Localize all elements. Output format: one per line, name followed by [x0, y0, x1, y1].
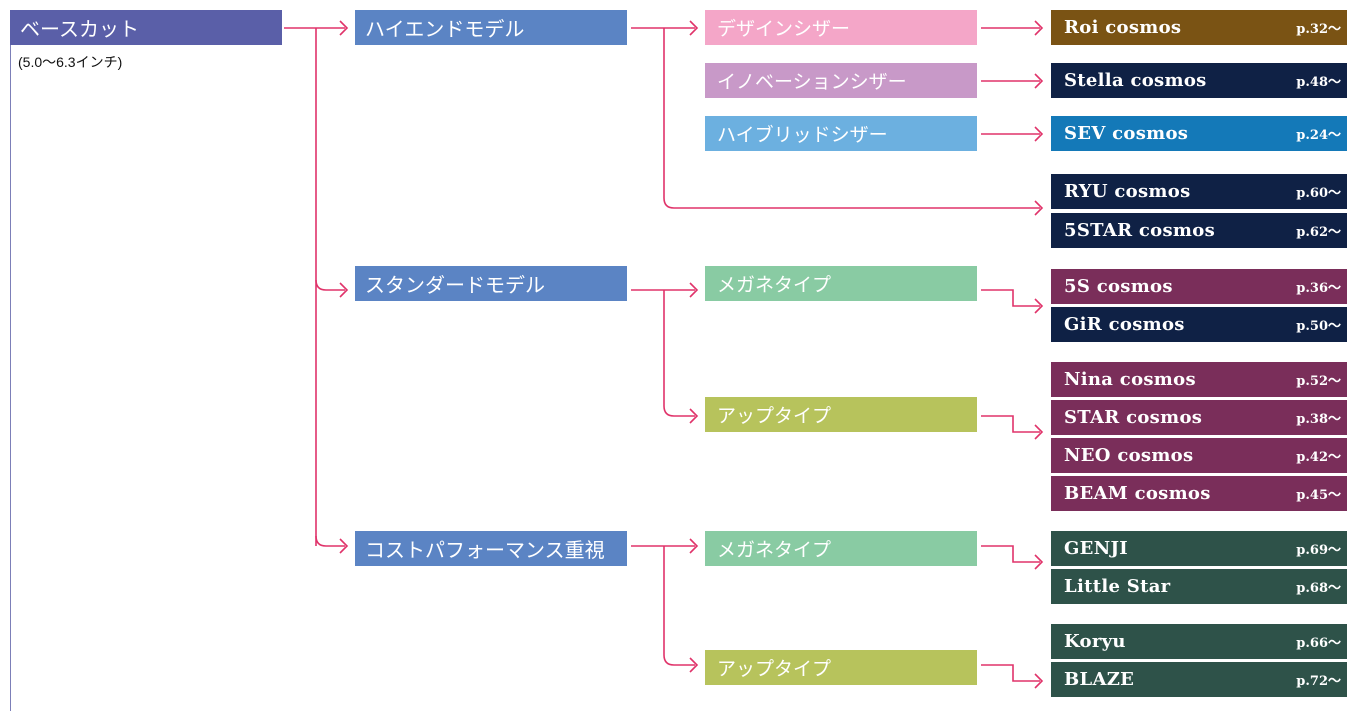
product-name: Roi cosmos	[1064, 17, 1182, 38]
product-koryu: Koryu p.66〜	[1051, 624, 1347, 659]
product-page: p.52〜	[1296, 374, 1341, 389]
root-vertical-line	[10, 45, 11, 711]
connector-root-to-cost	[315, 535, 349, 554]
connector-highend-trunk	[663, 28, 1044, 216]
subtype-hybrid-scissors: ハイブリッドシザー	[705, 116, 977, 151]
product-page: p.32〜	[1296, 22, 1341, 37]
product-name: STAR cosmos	[1064, 407, 1203, 428]
product-nina-cosmos: Nina cosmos p.52〜	[1051, 362, 1347, 397]
product-name: SEV cosmos	[1064, 123, 1189, 144]
product-page: p.38〜	[1296, 412, 1341, 427]
connector-innovation-to-stella	[981, 73, 1044, 89]
subtype-megane-cost: メガネタイプ	[705, 531, 977, 566]
connector-up2-to-koryu	[981, 664, 1044, 689]
product-name: RYU cosmos	[1064, 181, 1191, 202]
product-name: 5S cosmos	[1064, 276, 1173, 297]
root-label: ベースカット	[20, 17, 139, 41]
product-page: p.68〜	[1296, 581, 1341, 596]
connector-design-to-roi	[981, 20, 1044, 36]
product-page: p.42〜	[1296, 450, 1341, 465]
category-label: スタンダードモデル	[365, 273, 545, 297]
subtype-label: アップタイプ	[717, 658, 832, 680]
product-5star-cosmos: 5STAR cosmos p.62〜	[1051, 213, 1347, 248]
product-stella-cosmos: Stella cosmos p.48〜	[1051, 63, 1347, 98]
connector-megane1-to-5s	[981, 289, 1044, 314]
product-name: GiR cosmos	[1064, 314, 1185, 335]
product-little-star: Little Star p.68〜	[1051, 569, 1347, 604]
product-name: Little Star	[1064, 576, 1171, 597]
root-base-cut: ベースカット	[10, 10, 282, 45]
product-page: p.66〜	[1296, 636, 1341, 651]
connector-standard-trunk	[663, 290, 699, 424]
subtype-label: メガネタイプ	[717, 274, 832, 296]
product-name: 5STAR cosmos	[1064, 220, 1216, 241]
connector-hybrid-to-sev	[981, 126, 1044, 142]
category-label: コストパフォーマンス重視	[365, 538, 605, 562]
product-page: p.24〜	[1296, 128, 1341, 143]
connector-cost-trunk	[663, 546, 699, 673]
product-name: BLAZE	[1064, 669, 1135, 690]
subtype-label: アップタイプ	[717, 405, 832, 427]
product-name: BEAM cosmos	[1064, 483, 1211, 504]
product-name: NEO cosmos	[1064, 445, 1194, 466]
product-star-cosmos: STAR cosmos p.38〜	[1051, 400, 1347, 435]
product-name: Nina cosmos	[1064, 369, 1196, 390]
product-blaze: BLAZE p.72〜	[1051, 662, 1347, 697]
product-genji: GENJI p.69〜	[1051, 531, 1347, 566]
subtype-label: メガネタイプ	[717, 539, 832, 561]
product-name: Koryu	[1064, 631, 1126, 652]
product-page: p.69〜	[1296, 543, 1341, 558]
product-beam-cosmos: BEAM cosmos p.45〜	[1051, 476, 1347, 511]
connector-megane2-to-genji	[981, 545, 1044, 570]
product-page: p.36〜	[1296, 281, 1341, 296]
product-name: Stella cosmos	[1064, 70, 1207, 91]
subtype-label: デザインシザー	[717, 18, 851, 40]
product-page: p.48〜	[1296, 75, 1341, 90]
product-page: p.50〜	[1296, 319, 1341, 334]
product-sev-cosmos: SEV cosmos p.24〜	[1051, 116, 1347, 151]
category-cost-performance: コストパフォーマンス重視	[355, 531, 627, 566]
connector-up1-to-star	[981, 415, 1044, 440]
subtype-megane-standard: メガネタイプ	[705, 266, 977, 301]
product-page: p.72〜	[1296, 674, 1341, 689]
subtype-label: ハイブリッドシザー	[717, 124, 888, 146]
product-gir-cosmos: GiR cosmos p.50〜	[1051, 307, 1347, 342]
subtype-label: イノベーションシザー	[717, 71, 907, 93]
product-5s-cosmos: 5S cosmos p.36〜	[1051, 269, 1347, 304]
product-ryu-cosmos: RYU cosmos p.60〜	[1051, 174, 1347, 209]
category-high-end: ハイエンドモデル	[355, 10, 627, 45]
subtype-up-standard: アップタイプ	[705, 397, 977, 432]
connector-root-to-standard	[315, 279, 349, 298]
product-page: p.60〜	[1296, 186, 1341, 201]
root-size-range: (5.0〜6.3インチ)	[18, 54, 123, 70]
product-page: p.45〜	[1296, 488, 1341, 503]
category-label: ハイエンドモデル	[365, 17, 525, 41]
subtype-design-scissors: デザインシザー	[705, 10, 977, 45]
product-roi-cosmos: Roi cosmos p.32〜	[1051, 10, 1347, 45]
product-neo-cosmos: NEO cosmos p.42〜	[1051, 438, 1347, 473]
category-standard: スタンダードモデル	[355, 266, 627, 301]
subtype-up-cost: アップタイプ	[705, 650, 977, 685]
product-name: GENJI	[1064, 538, 1128, 559]
connector-cost-to-megane	[631, 538, 699, 554]
product-page: p.62〜	[1296, 225, 1341, 240]
connector-highend-to-design	[631, 20, 699, 36]
subtype-innovation-scissors: イノベーションシザー	[705, 63, 977, 98]
connector-standard-to-megane	[631, 282, 699, 298]
